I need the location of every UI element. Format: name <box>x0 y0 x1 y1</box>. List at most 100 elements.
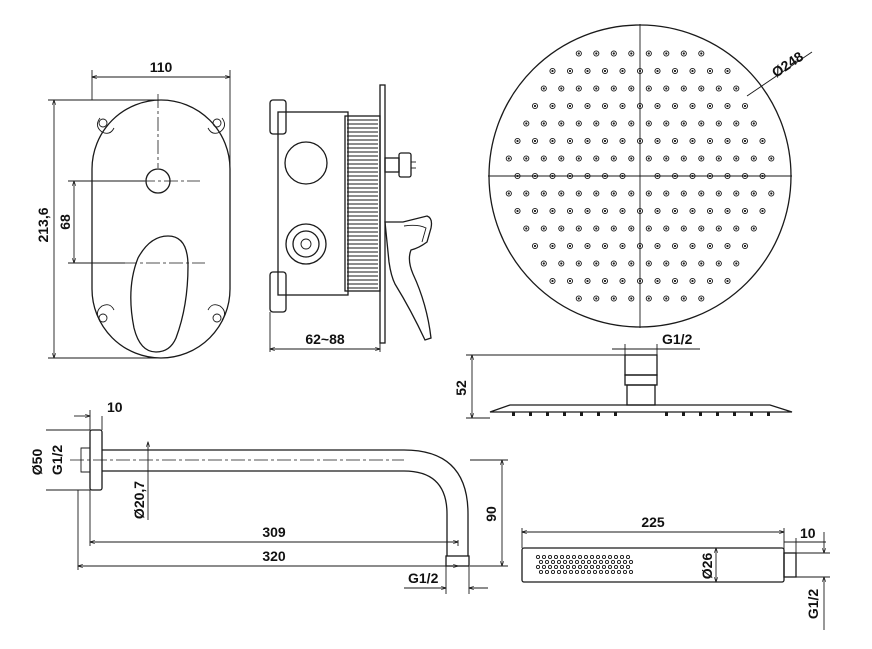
nozzle <box>558 190 565 197</box>
nozzle-core <box>577 262 580 265</box>
nozzle-core <box>656 69 659 73</box>
hand-nozzle <box>574 569 580 575</box>
nozzle <box>523 225 530 232</box>
nozzle-core <box>621 139 624 143</box>
nozzle <box>759 172 766 180</box>
hand-nozzle <box>625 564 631 570</box>
nozzle <box>645 295 652 302</box>
nozzle-core <box>603 244 607 248</box>
dim-hand-thread: G1/2 <box>805 589 821 620</box>
nozzle-core <box>612 157 615 160</box>
nozzle-core <box>770 192 773 195</box>
hand-nozzle <box>577 554 583 560</box>
nozzle <box>636 102 644 110</box>
nozzle <box>680 190 687 197</box>
nozzle <box>636 242 644 250</box>
nozzle-core <box>743 174 747 178</box>
nozzle-core <box>568 244 572 248</box>
nozzle-core <box>542 157 545 160</box>
nozzle <box>610 120 617 127</box>
nozzle-core <box>638 279 642 283</box>
nozzle <box>584 207 591 215</box>
nozzle <box>601 277 609 285</box>
hand-nozzle <box>595 564 601 570</box>
nozzle-core <box>603 174 607 178</box>
nozzle-core <box>603 139 607 143</box>
nozzle <box>514 137 521 145</box>
lever-side <box>384 215 433 341</box>
nozzle-core <box>691 279 694 283</box>
hand-nozzle <box>550 569 556 575</box>
nozzle <box>584 277 591 285</box>
nozzle <box>549 137 556 145</box>
nozzle-core <box>656 104 659 108</box>
nozzle <box>566 137 574 145</box>
nozzle-core <box>717 157 720 160</box>
valve-front-view: 110 213,6 68 <box>35 59 231 359</box>
dim-arm-thread: G1/2 <box>49 445 65 476</box>
hand-nozzle <box>565 564 571 570</box>
nozzle-core <box>542 87 545 90</box>
nozzle-core <box>533 209 537 213</box>
nozzle <box>601 242 609 250</box>
nozzle <box>741 207 749 215</box>
nozzle <box>680 260 687 267</box>
nozzle <box>628 120 635 127</box>
dim-hand-nut-length: 10 <box>800 525 816 541</box>
hand-nozzle <box>604 569 610 575</box>
nozzle-core <box>717 262 720 265</box>
nozzle-core <box>691 104 694 108</box>
nozzle <box>698 295 705 302</box>
nozzle-core <box>630 192 633 195</box>
nozzle <box>698 120 705 127</box>
nozzle <box>540 155 547 162</box>
nozzle-core <box>673 244 677 248</box>
nozzle <box>733 85 740 92</box>
lower-port <box>285 223 327 265</box>
nozzle <box>706 277 714 285</box>
hand-nozzle <box>622 569 628 575</box>
nozzle-core <box>682 157 685 160</box>
nozzle-core <box>647 122 650 125</box>
nozzle-core <box>700 52 703 55</box>
nozzle-core <box>708 104 712 108</box>
nozzle-core <box>551 139 554 143</box>
dim-arm-tube-diameter: Ø20,7 <box>131 481 147 519</box>
dim-head-thread: G1/2 <box>662 331 693 347</box>
nozzle-core <box>612 122 615 125</box>
nozzle-nub <box>580 412 583 416</box>
nozzle <box>575 50 582 57</box>
wall-plate-edge <box>379 84 386 344</box>
nozzle-core <box>568 209 572 213</box>
nozzle <box>671 137 679 145</box>
nozzle <box>628 225 635 232</box>
hand-nozzle <box>607 564 613 570</box>
nozzle <box>593 260 600 267</box>
nozzle-core <box>568 279 572 283</box>
nozzle-core <box>516 174 519 178</box>
nozzle-nub <box>512 412 515 416</box>
nozzle-core <box>682 122 685 125</box>
nozzle-core <box>612 52 615 55</box>
threaded-sleeve <box>344 115 381 292</box>
nozzle <box>654 207 661 215</box>
nozzle <box>724 277 731 285</box>
nozzle <box>549 172 556 180</box>
nozzle-core <box>700 157 703 160</box>
nozzle-core <box>638 139 642 143</box>
nozzle-core <box>743 244 747 248</box>
hand-nozzle <box>616 559 622 565</box>
nozzle-core <box>533 139 537 143</box>
nozzle-core <box>735 227 738 230</box>
nozzle <box>540 190 547 197</box>
mixer-lever <box>130 235 189 353</box>
hand-nozzle <box>610 559 616 565</box>
nozzle <box>575 85 582 92</box>
nozzle-core <box>691 139 694 143</box>
hand-nozzle <box>553 564 559 570</box>
nozzle <box>706 242 714 250</box>
nozzle-core <box>595 52 598 55</box>
nozzle <box>698 50 705 57</box>
shower-arm: 10 Ø50 G1/2 Ø20,7 309 320 90 G1/2 <box>29 399 508 594</box>
